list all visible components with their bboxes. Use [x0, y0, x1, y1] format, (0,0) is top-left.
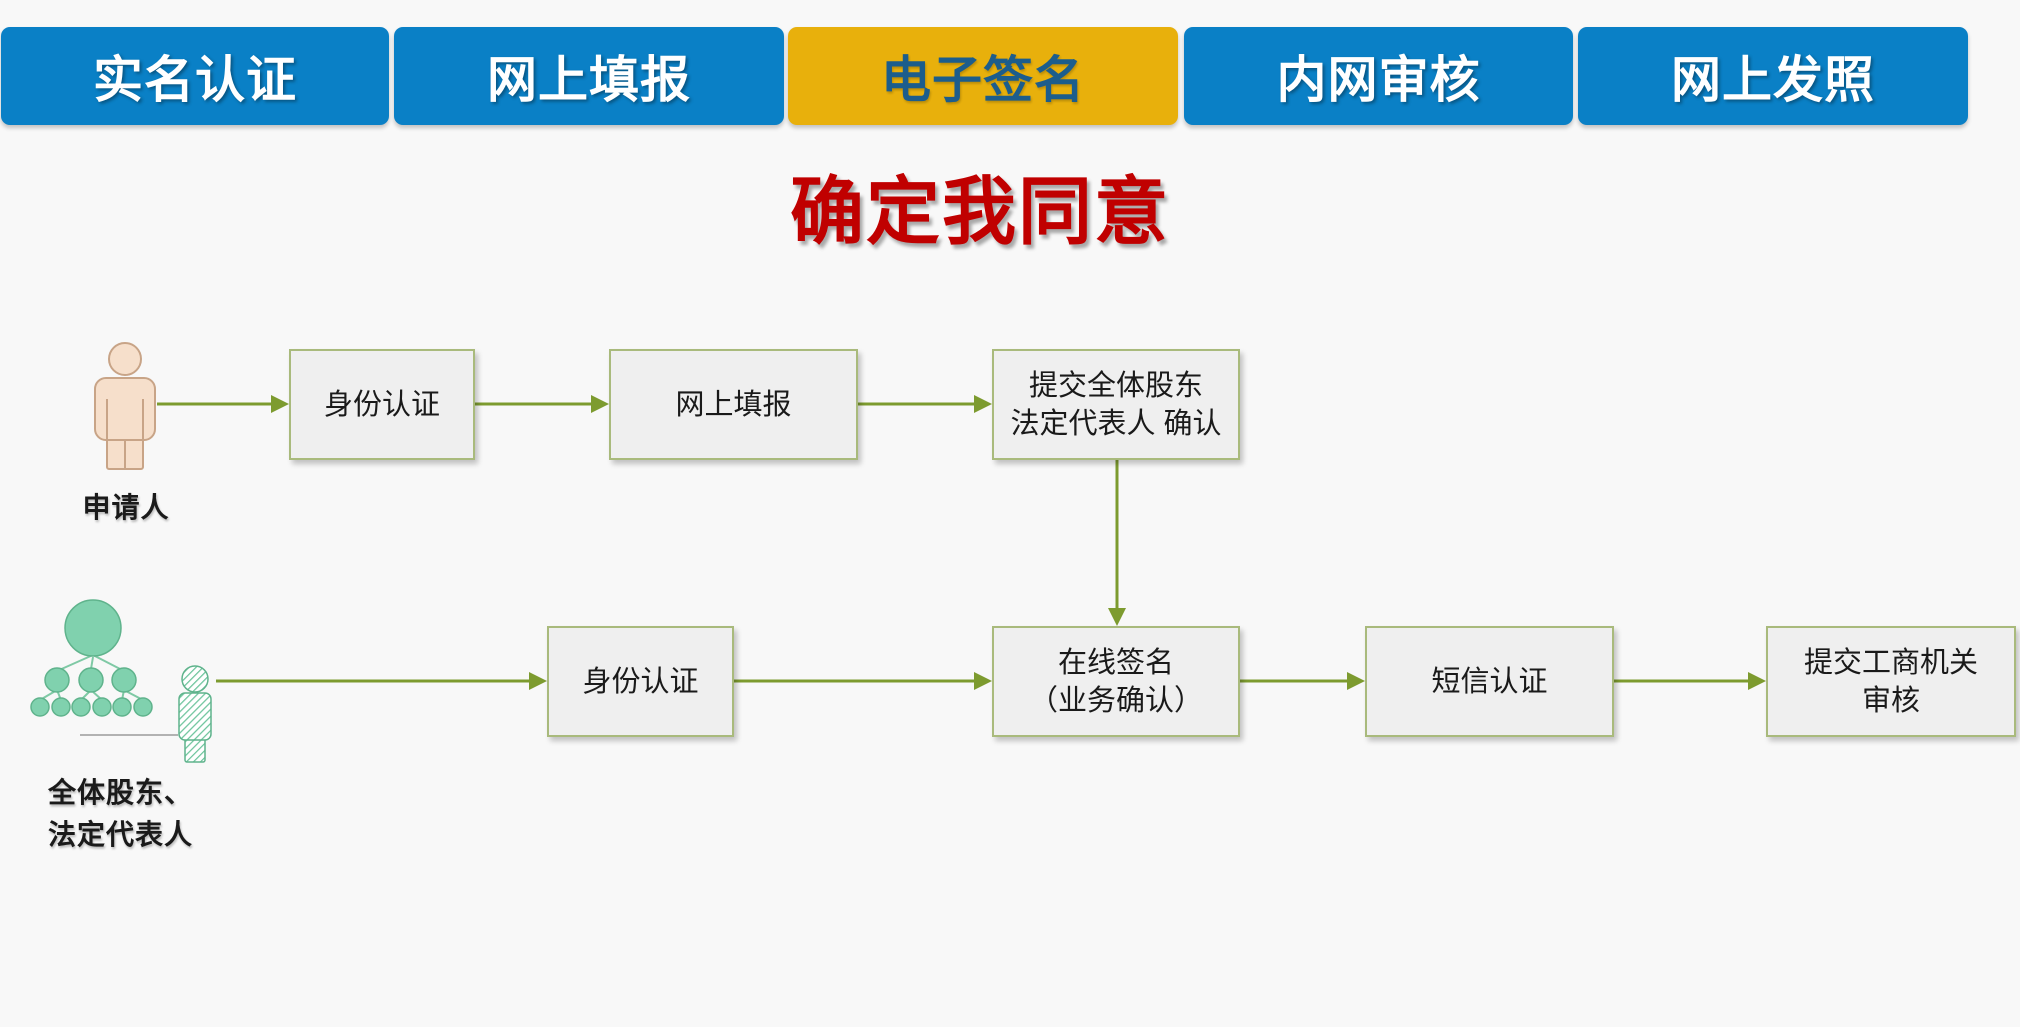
step-box-identity-auth-shareholders: 身份认证	[547, 626, 734, 737]
arrow-sms-to-submit	[1614, 672, 1766, 690]
step-box-text: 短信认证	[1431, 665, 1548, 698]
step-box-online-signature: 在线签名 （业务确认）	[992, 626, 1240, 737]
arrow-identity-to-sign	[734, 672, 992, 690]
arrow-sign-to-sms	[1240, 672, 1365, 690]
arrow-identity-to-filing	[475, 395, 609, 413]
step-box-submit-for-confirmation: 提交全体股东 法定代表人 确认	[992, 349, 1240, 460]
person-icon	[94, 342, 156, 470]
step-box-submit-to-authority: 提交工商机关 审核	[1766, 626, 2016, 737]
step-box-online-filing: 网上填报	[609, 349, 858, 460]
step-box-text: 在线签名	[1057, 646, 1174, 679]
shareholders-label: 全体股东、 法定代表人	[48, 772, 193, 856]
tab-label: 电子签名	[881, 52, 1085, 108]
tab-online-license[interactable]: 网上发照	[1578, 27, 1968, 125]
tab-online-filing[interactable]: 网上填报	[394, 27, 784, 125]
step-box-text: 身份认证	[582, 665, 699, 698]
step-box-text: 身份认证	[323, 388, 440, 421]
arrow-filing-to-confirm	[858, 395, 992, 413]
step-box-identity-auth-applicant: 身份认证	[289, 349, 475, 460]
applicant-label: 申请人	[82, 492, 170, 523]
tab-label: 实名认证	[93, 52, 297, 108]
step-box-text: 提交工商机关	[1803, 646, 1978, 679]
arrow-shareholders-to-identity	[216, 672, 547, 690]
tab-label: 内网审核	[1276, 52, 1481, 108]
page-title: 确定我同意	[790, 170, 1170, 253]
group-hierarchy-icon	[30, 599, 212, 763]
shareholders-label-line1: 全体股东、	[48, 777, 194, 808]
step-box-text: 网上填报	[675, 388, 792, 421]
tab-label: 网上发照	[1671, 52, 1875, 108]
tab-real-name-auth[interactable]: 实名认证	[1, 27, 389, 125]
arrow-applicant-to-identity	[157, 395, 289, 413]
shareholders-label-line2: 法定代表人	[48, 819, 194, 850]
step-box-sms-auth: 短信认证	[1365, 626, 1614, 737]
tab-e-signature[interactable]: 电子签名	[788, 27, 1178, 125]
step-box-text: 法定代表人 确认	[1010, 407, 1222, 440]
tab-intranet-review[interactable]: 内网审核	[1184, 27, 1573, 125]
step-box-text: 审核	[1861, 684, 1920, 717]
step-box-text: 提交全体股东	[1028, 369, 1203, 402]
step-box-text: （业务确认）	[1028, 684, 1203, 717]
tab-label: 网上填报	[487, 52, 691, 108]
arrow-confirm-to-sign	[1108, 460, 1126, 626]
